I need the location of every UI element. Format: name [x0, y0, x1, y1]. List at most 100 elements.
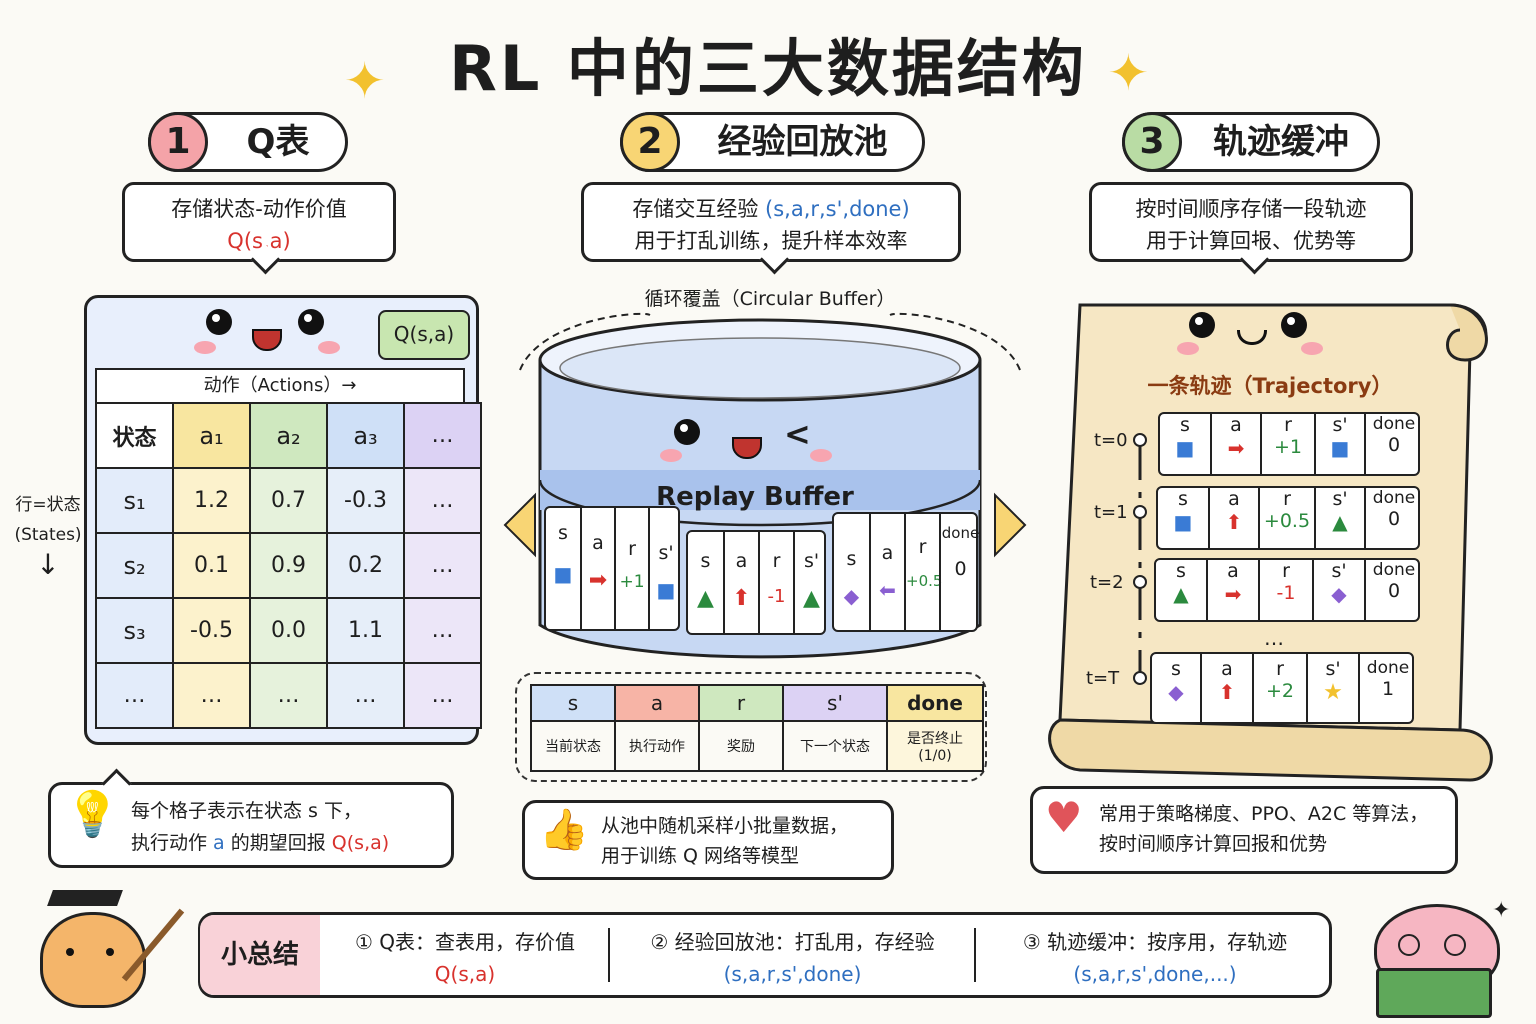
qtable-note: 💡 每个格子表示在状态 s 下， 执行动作 a 的期望回报 Q(s,a)	[48, 768, 454, 868]
qtable-cell: …	[326, 662, 405, 729]
qtable-note-line2: 执行动作 a 的期望回报 Q(s,a)	[131, 832, 390, 854]
section-1-number: 1	[148, 112, 208, 172]
qtable-header-a1: a₁	[172, 402, 251, 469]
timestep-label: t=0	[1094, 430, 1128, 451]
left-arrow-icon: ⬅	[879, 578, 896, 602]
trajectory-note-line2: 按时间顺序计算回报和优势	[1099, 833, 1328, 855]
section-2-number: 2	[620, 112, 680, 172]
gem-icon: ◆	[1331, 582, 1347, 606]
cat-teacher-icon	[30, 890, 190, 1015]
buffer-slot: s▲ a⬆ r-1 s'▲	[686, 530, 826, 635]
qtable-cell: 0.0	[249, 597, 328, 664]
down-arrow-icon: ↓	[36, 548, 60, 581]
tree-icon: ▲	[697, 586, 714, 611]
legend-value: 是否终止 (1/0)	[886, 720, 984, 772]
qtable-desc-line1: 存储状态-动作价值	[171, 197, 347, 221]
qtable-state-cell: …	[95, 662, 174, 729]
legend-value: 下一个状态	[782, 720, 888, 772]
section-3-pill: 3 轨迹缓冲	[1122, 112, 1380, 172]
legend-key: s'	[782, 684, 888, 722]
robot-icon: ■	[1173, 510, 1193, 534]
qtable-cell: …	[172, 662, 251, 729]
section-2-name: 经验回放池	[717, 122, 888, 162]
thumbs-up-icon: 👍	[539, 807, 589, 853]
tree-icon: ▲	[803, 586, 820, 611]
up-arrow-icon: ⬆	[1218, 680, 1236, 704]
ellipsis: …	[1264, 626, 1284, 650]
tree-icon: ▲	[1332, 510, 1348, 534]
page-title: ✦ RL 中的三大数据结构 ✦	[343, 32, 1153, 110]
qtable-cell: -0.5	[172, 597, 251, 664]
trajectory-note: ♥ 常用于策略梯度、PPO、A2C 等算法， 按时间顺序计算回报和优势	[1030, 786, 1458, 874]
qtable-cell: …	[403, 597, 482, 664]
legend-value: 执行动作	[614, 720, 700, 772]
legend-key: done	[886, 684, 984, 722]
section-1-pill: 1 Q表	[148, 112, 348, 172]
section-3-number: 3	[1122, 112, 1182, 172]
up-arrow-icon: ⬆	[1225, 510, 1243, 534]
right-arrow-icon: ➡	[588, 568, 608, 593]
qtable-state-cell: s₁	[95, 467, 174, 534]
sparkle-left-icon: ✦	[343, 52, 410, 110]
qtable-cell: 1.1	[326, 597, 405, 664]
robot-icon: ■	[1330, 436, 1350, 460]
legend-key: a	[614, 684, 700, 722]
summary-divider	[974, 928, 976, 982]
summary-item-1: ① Q表：查表用，存价值 Q(s,a)	[354, 930, 576, 986]
circular-buffer-label: 循环覆盖（Circular Buffer）	[644, 288, 896, 310]
star-icon: ★	[1323, 680, 1343, 705]
buffer-note-line2: 用于训练 Q 网络等模型	[601, 845, 800, 867]
qtable-header-a2: a₂	[249, 402, 328, 469]
qtable-cell: 1.2	[172, 467, 251, 534]
heart-icon: ♥	[1045, 793, 1083, 842]
qtable-description: 存储状态-动作价值 Q(s,a)	[122, 182, 396, 275]
up-arrow-icon: ⬆	[732, 586, 751, 611]
qtable-cell: -0.3	[326, 467, 405, 534]
right-arrow-icon: ➡	[1224, 582, 1242, 606]
qtable-header-a3: a₃	[326, 402, 405, 469]
timestep-label: t=T	[1086, 668, 1120, 689]
buffer-face: <	[660, 415, 840, 470]
buffer-note: 👍 从池中随机采样小批量数据， 用于训练 Q 网络等模型	[522, 800, 894, 880]
buffer-slot: s■ a➡ r+1 s'■	[544, 506, 680, 631]
robot-icon: ■	[553, 562, 573, 586]
right-arrow-icon: ➡	[1227, 436, 1245, 460]
sparkle-right-icon: ✦	[1086, 44, 1153, 102]
summary-box	[198, 912, 1332, 998]
qtable-cell: …	[403, 532, 482, 599]
qtable-cell: …	[403, 662, 482, 729]
trajectory-title: 一条轨迹（Trajectory）	[1147, 374, 1393, 398]
qtable-header-state: 状态	[95, 402, 174, 469]
section-2-pill: 2 经验回放池	[620, 112, 925, 172]
qtable-desc-line2: Q(s,a)	[227, 229, 291, 253]
trajectory-desc-line1: 按时间顺序存储一段轨迹	[1135, 197, 1367, 221]
qtable-note-line1: 每个格子表示在状态 s 下，	[131, 800, 362, 822]
qtable-cell: 0.1	[172, 532, 251, 599]
timestep-label: t=1	[1094, 502, 1128, 523]
robot-icon: ■	[656, 578, 676, 602]
brain-reading-icon: ✦	[1362, 898, 1512, 1018]
tree-icon: ▲	[1173, 582, 1189, 606]
summary-item-3: ③ 轨迹缓冲：按序用，存轨迹 (s,a,r,s',done,...)	[1022, 930, 1288, 986]
qtable-grid: 状态 a₁ a₂ a₃ … s₁ 1.2 0.7 -0.3 … s₂ 0.1 0…	[95, 402, 482, 729]
trajectory-note-line1: 常用于策略梯度、PPO、A2C 等算法，	[1099, 803, 1429, 825]
scroll-face	[1175, 310, 1325, 360]
summary-divider	[608, 928, 610, 982]
legend-value: 当前状态	[530, 720, 616, 772]
timestep-label: t=2	[1090, 572, 1124, 593]
buffer-legend-frame	[515, 672, 987, 782]
qtable-header-more: …	[403, 402, 482, 469]
qtable-cell: …	[249, 662, 328, 729]
legend-value: 奖励	[698, 720, 784, 772]
trajectory-description: 按时间顺序存储一段轨迹 用于计算回报、优势等	[1089, 182, 1413, 275]
section-1-name: Q表	[246, 122, 310, 162]
buffer-desc-line1: 存储交互经验 (s,a,r,s',done)	[632, 197, 910, 221]
qtable-face	[190, 305, 350, 360]
qtable-cell: 0.7	[249, 467, 328, 534]
legend-key: s	[530, 684, 616, 722]
